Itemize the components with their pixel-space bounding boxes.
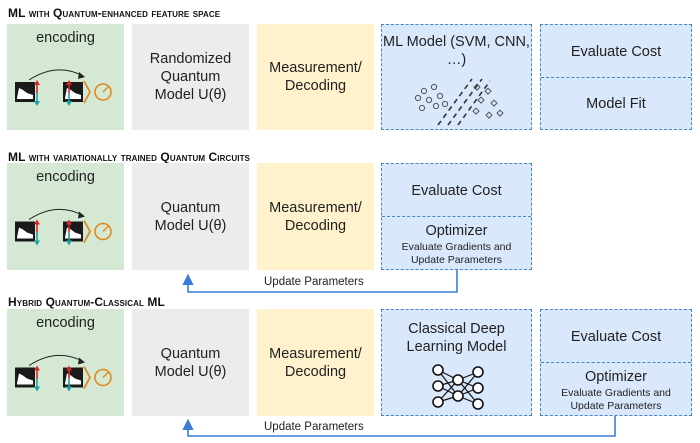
measurement-label: Measurement/ Decoding <box>269 345 362 380</box>
ml-model-label: ML Model (SVM, CNN, …) <box>383 34 530 68</box>
measurement-label: Measurement/ Decoding <box>269 199 362 234</box>
measurement-box-1: Measurement/ Decoding <box>257 24 374 130</box>
encoding-box-2: encoding <box>7 163 124 270</box>
encoding-box-3: encoding <box>7 309 124 416</box>
cost-optimizer-box-3: Evaluate Cost Optimizer Evaluate Gradien… <box>540 309 692 416</box>
divider <box>541 77 691 78</box>
evaluate-cost-label: Evaluate Cost <box>411 182 502 199</box>
quantum-model-label: Randomized Quantum Model U(θ) <box>149 51 232 103</box>
shoe-image-icon <box>15 82 35 102</box>
optimizer-sub-label: Evaluate Gradients and Update Parameters <box>561 386 671 412</box>
evaluate-cost-cell: Evaluate Cost <box>541 310 691 363</box>
optimizer-cell: Optimizer Evaluate Gradients and Update … <box>382 219 531 269</box>
encoding-label: encoding <box>36 315 95 331</box>
ml-model-box: ML Model (SVM, CNN, …) <box>381 24 532 130</box>
encoding-label: encoding <box>36 30 95 46</box>
encoding-transform-icon <box>15 209 112 246</box>
encoding-box-1: encoding <box>7 24 124 130</box>
shoe-image-icon <box>15 221 35 242</box>
classical-model-label: Classical Deep Learning Model <box>406 321 507 355</box>
neural-network-icon <box>432 364 484 410</box>
quantum-model-label: Quantum Model U(θ) <box>154 199 227 234</box>
divider <box>382 216 531 217</box>
divider <box>541 362 691 363</box>
measurement-box-2: Measurement/ Decoding <box>257 163 374 270</box>
model-fit-label: Model Fit <box>586 96 646 112</box>
quantum-model-box-3: Quantum Model U(θ) <box>132 309 249 416</box>
encoding-transform-icon <box>15 355 112 392</box>
section-title-2: ML with variationally trained Quantum Ci… <box>8 150 250 164</box>
measurement-label: Measurement/ Decoding <box>269 60 362 94</box>
optimizer-cell: Optimizer Evaluate Gradients and Update … <box>541 365 691 415</box>
section-title-1: ML with Quantum-enhanced feature space <box>8 6 221 20</box>
quantum-model-box-2: Quantum Model U(θ) <box>132 163 249 270</box>
section-title-3: Hybrid Quantum-Classical ML <box>8 295 165 309</box>
classical-deep-learning-box: Classical Deep Learning Model <box>381 309 532 416</box>
quantum-model-box-1: Randomized Quantum Model U(θ) <box>132 24 249 130</box>
shoe-image-icon <box>15 367 35 388</box>
scatter-separator-icon <box>414 78 504 126</box>
update-parameters-label: Update Parameters <box>262 276 366 288</box>
evaluate-cost-label: Evaluate Cost <box>570 43 662 60</box>
evaluate-fit-box: Evaluate Cost Model Fit <box>540 24 692 130</box>
evaluate-cost-label: Evaluate Cost <box>570 328 662 345</box>
measurement-box-3: Measurement/ Decoding <box>257 309 374 416</box>
evaluate-cost-cell: Evaluate Cost <box>382 164 531 217</box>
optimizer-sub-label: Evaluate Gradients and Update Parameters <box>401 240 512 266</box>
update-parameters-label: Update Parameters <box>262 421 366 433</box>
model-fit-cell: Model Fit <box>541 78 691 130</box>
quantum-model-label: Quantum Model U(θ) <box>154 345 227 380</box>
cost-optimizer-box-2: Evaluate Cost Optimizer Evaluate Gradien… <box>381 163 532 270</box>
encoding-transform-icon <box>15 69 112 106</box>
encoding-label: encoding <box>36 169 95 185</box>
optimizer-label: Optimizer <box>584 368 648 385</box>
evaluate-cost-cell: Evaluate Cost <box>541 25 691 78</box>
optimizer-label: Optimizer <box>425 222 488 239</box>
